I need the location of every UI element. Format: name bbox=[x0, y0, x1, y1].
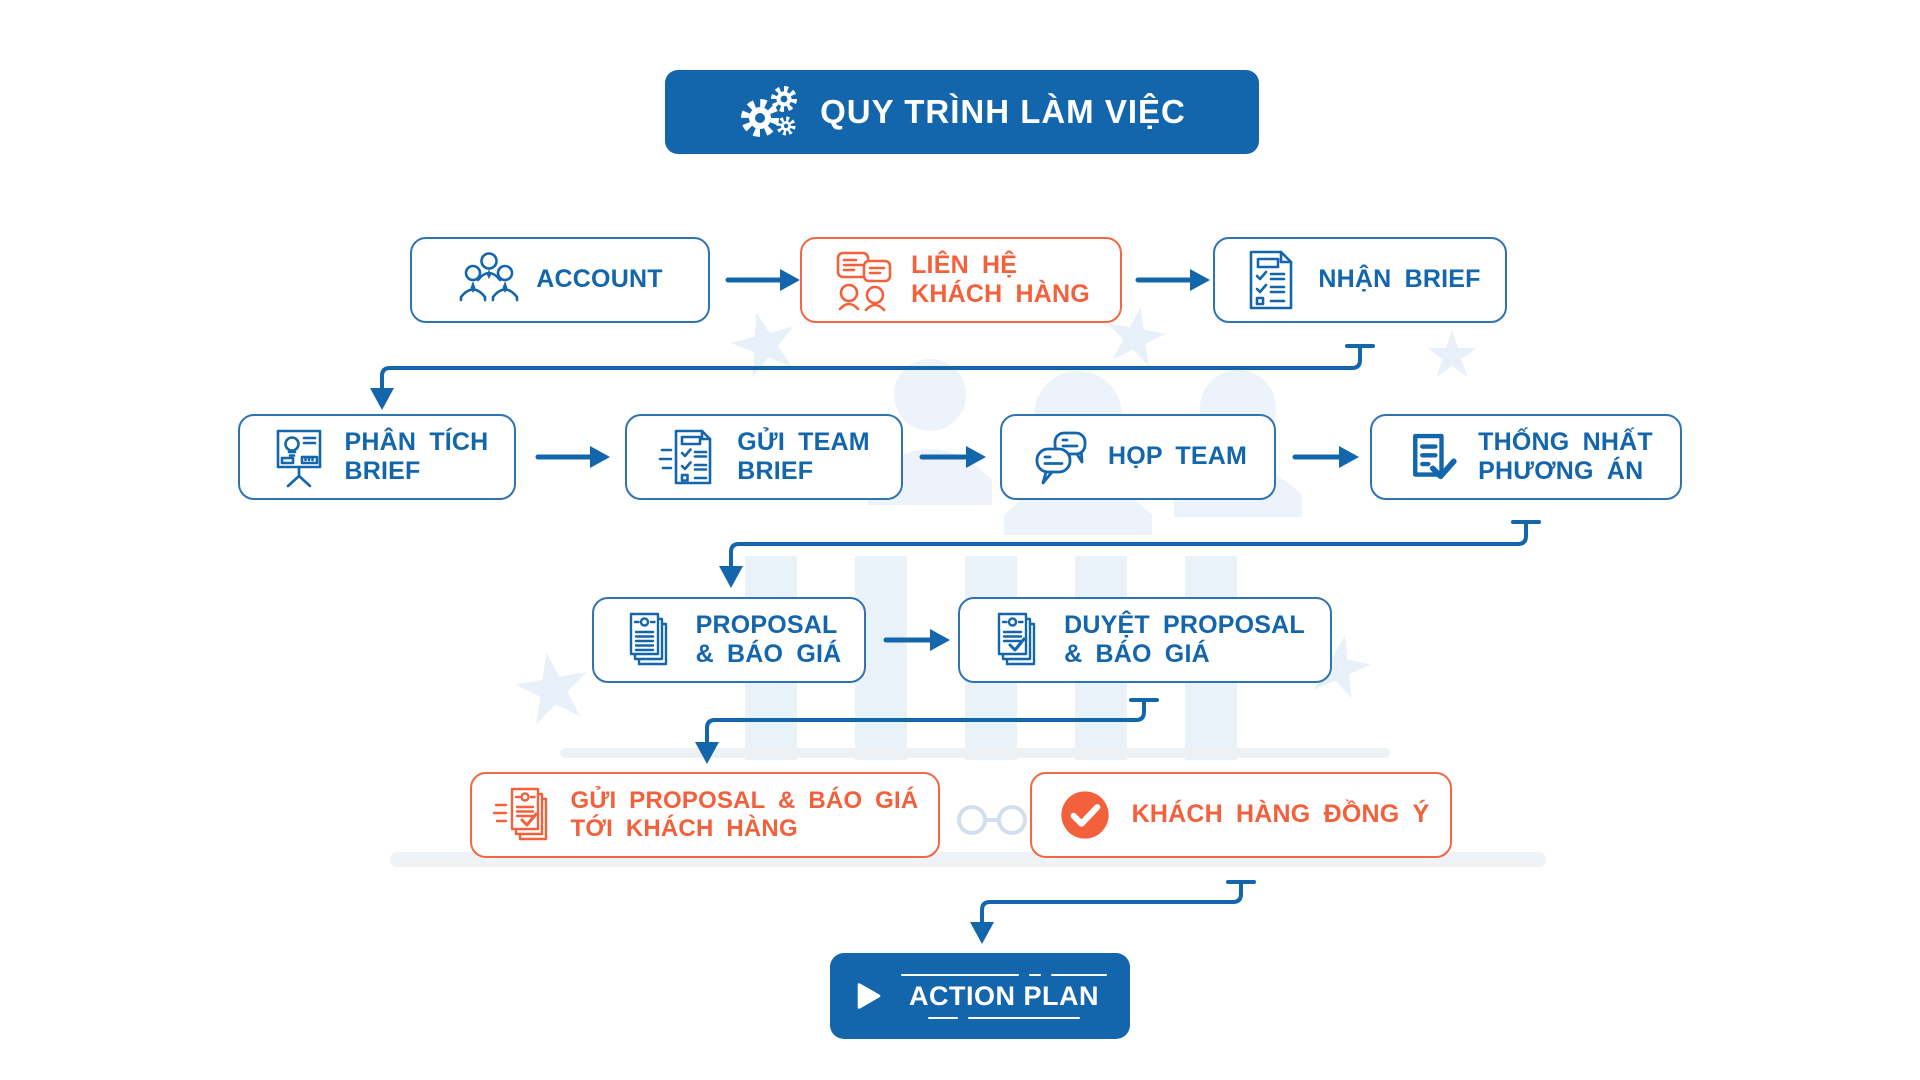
arrowhead-right bbox=[966, 446, 986, 468]
arrowhead-right bbox=[1190, 269, 1210, 291]
flow-node-nhan-brief: NHẬN BRIEF bbox=[1213, 237, 1507, 323]
team-icon bbox=[457, 248, 521, 312]
flow-node-label: KHÁCH HÀNG ĐỒNG Ý bbox=[1131, 800, 1430, 829]
decor-line bbox=[901, 973, 1107, 976]
proposal-documents-icon bbox=[617, 608, 681, 672]
arrowhead-down bbox=[719, 566, 743, 588]
flow-node-account: ACCOUNT bbox=[410, 237, 710, 323]
flow-node-khach-hang-dong-y: KHÁCH HÀNG ĐỒNG Ý bbox=[1030, 772, 1452, 858]
send-brief-icon bbox=[658, 425, 722, 489]
checklist-document-icon bbox=[1239, 248, 1303, 312]
action-plan-label-group: ACTION PLAN bbox=[901, 973, 1107, 1019]
meeting-chat-icon bbox=[1029, 425, 1093, 489]
flow-node-label: ACCOUNT bbox=[536, 265, 663, 294]
flow-node-proposal-bao-gia: PROPOSAL& BÁO GIÁ bbox=[592, 597, 866, 683]
arrowhead-down bbox=[695, 742, 719, 764]
flow-node-label: NHẬN BRIEF bbox=[1318, 265, 1481, 294]
decor-line bbox=[928, 1016, 1080, 1019]
play-icon bbox=[853, 980, 883, 1012]
check-circle-icon bbox=[1053, 783, 1117, 847]
send-proposal-icon bbox=[492, 783, 556, 847]
flow-node-hop-team: HỌP TEAM bbox=[1000, 414, 1276, 500]
watermark-rings bbox=[957, 805, 1027, 835]
gears-icon bbox=[738, 80, 802, 144]
flow-node-label: DUYỆT PROPOSAL& BÁO GIÁ bbox=[1064, 610, 1305, 669]
action-plan-button: ACTION PLAN bbox=[830, 953, 1130, 1039]
workflow-title-banner: QUY TRÌNH LÀM VIỆC bbox=[665, 70, 1259, 154]
approve-proposal-icon bbox=[985, 608, 1049, 672]
arrowhead-right bbox=[780, 269, 800, 291]
arrowhead-right bbox=[590, 446, 610, 468]
flow-node-duyet-proposal: DUYỆT PROPOSAL& BÁO GIÁ bbox=[958, 597, 1332, 683]
arrowhead-right bbox=[930, 629, 950, 651]
arrowhead-down bbox=[970, 922, 994, 944]
arrowhead-down bbox=[370, 388, 394, 410]
flow-node-label: HỌP TEAM bbox=[1107, 442, 1248, 471]
chat-contact-icon bbox=[832, 248, 896, 312]
action-plan-label: ACTION PLAN bbox=[909, 980, 1099, 1011]
document-approved-icon bbox=[1399, 425, 1463, 489]
arrowhead-right bbox=[1339, 446, 1359, 468]
page-title: QUY TRÌNH LÀM VIỆC bbox=[820, 93, 1186, 130]
presentation-analysis-icon bbox=[266, 425, 330, 489]
flow-node-label: PROPOSAL& BÁO GIÁ bbox=[695, 610, 842, 669]
